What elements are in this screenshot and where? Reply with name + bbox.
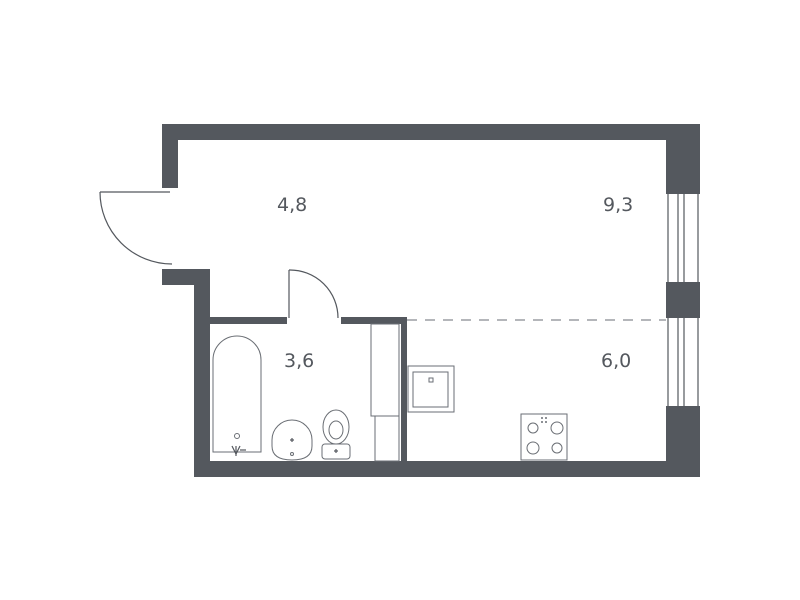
- window-upper: [667, 194, 699, 282]
- kitchen-area-label: 6,0: [601, 350, 631, 372]
- cooktop: [520, 413, 568, 461]
- kitchen-sink: [407, 365, 455, 413]
- exterior-walls: [162, 124, 700, 477]
- window-lower: [667, 318, 699, 406]
- sink: [271, 419, 313, 461]
- entrance-door[interactable]: [99, 191, 173, 265]
- bathroom-area-label: 3,6: [284, 350, 314, 372]
- shower-niche: [370, 323, 400, 462]
- bathroom-door[interactable]: [288, 269, 339, 319]
- living-room-area-label: 9,3: [603, 194, 633, 216]
- hallway-area-label: 4,8: [277, 194, 307, 216]
- bathtub: [212, 335, 262, 456]
- interior-walls: [210, 317, 407, 477]
- toilet: [321, 409, 351, 460]
